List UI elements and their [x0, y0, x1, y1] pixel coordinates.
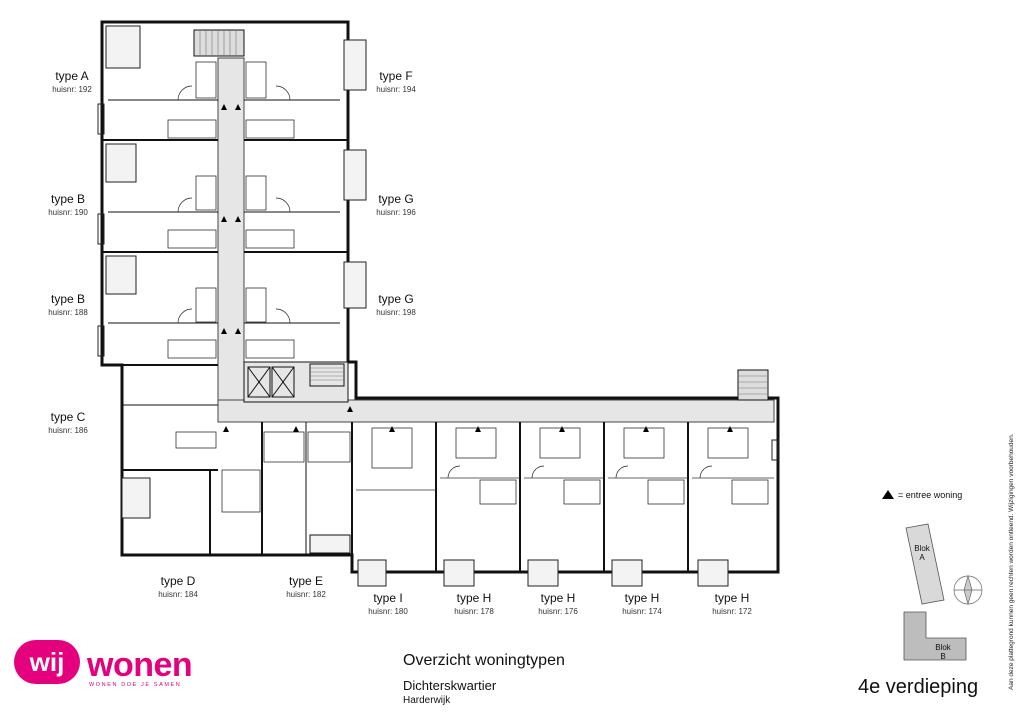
vertical-corridor [217, 57, 245, 404]
place-name: Harderwijk [403, 695, 451, 706]
balcony [443, 559, 475, 587]
legend: = entree woning [882, 490, 962, 500]
legend-text: = entree woning [898, 490, 963, 500]
compass-icon [953, 574, 983, 606]
project-name: Dichterskwartier [403, 678, 497, 693]
balcony [343, 261, 367, 309]
disclaimer: Aan deze plattegrond kunnen geen rechten… [1008, 433, 1015, 690]
stairs-top [193, 29, 245, 57]
page-title: Overzicht woningtypen [403, 652, 565, 669]
balcony [343, 149, 367, 201]
svg-text:wij: wij [29, 647, 65, 677]
logo-tagline: WONEN DOE JE SAMEN [89, 682, 182, 688]
balcony [611, 559, 643, 587]
balcony [697, 559, 729, 587]
elevator [271, 366, 295, 398]
blok-b-shape [903, 611, 967, 661]
elevator [247, 366, 271, 398]
stair-core [243, 361, 349, 403]
logo-wordmark: wonen [87, 646, 193, 684]
balcony [357, 559, 387, 587]
balcony [527, 559, 559, 587]
balcony [121, 477, 151, 519]
building-outline [100, 20, 780, 574]
stairs-east [737, 369, 769, 401]
blok-a-shape [905, 523, 945, 605]
balcony [105, 255, 137, 295]
floor-label: 4e verdieping [858, 676, 979, 698]
balcony [105, 25, 141, 69]
stairs-core [309, 363, 345, 387]
entree-triangle-icon [882, 490, 894, 499]
balcony [343, 39, 367, 91]
wij-logo-icon: wij [14, 640, 80, 684]
balcony [105, 143, 137, 183]
horizontal-corridor [217, 399, 775, 423]
